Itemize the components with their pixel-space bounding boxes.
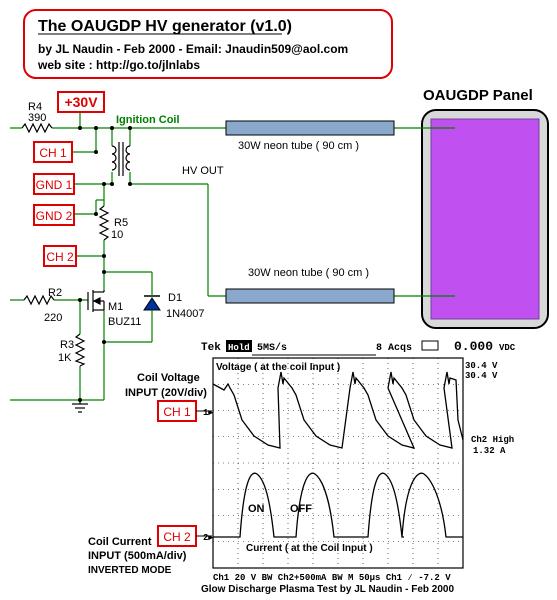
svg-text:CH 1: CH 1 xyxy=(39,146,67,160)
svg-text:1K: 1K xyxy=(58,352,72,364)
svg-text:GND 2: GND 2 xyxy=(36,209,73,223)
svg-text:INPUT (20V/div): INPUT (20V/div) xyxy=(125,387,207,399)
scope-probe-ch1: CH 1 xyxy=(157,400,197,422)
scope-probe-ch2: CH 2 xyxy=(157,525,197,547)
header-byline: by JL Naudin - Feb 2000 - Email: Jnaudin… xyxy=(38,42,348,56)
panel-label: OAUGDP Panel xyxy=(423,87,533,104)
svg-text:Coil Current: Coil Current xyxy=(88,536,152,548)
svg-text:0.000: 0.000 xyxy=(454,339,493,354)
svg-text:CH 2: CH 2 xyxy=(163,530,191,544)
svg-text:R5: R5 xyxy=(114,217,128,229)
svg-text:R3: R3 xyxy=(60,339,74,351)
ignition-coil-label: Ignition Coil xyxy=(116,114,180,126)
current-trace xyxy=(213,472,463,538)
wiring xyxy=(10,112,455,401)
hv-out-label: HV OUT xyxy=(182,165,224,177)
svg-text:30W neon tube ( 90 cm ): 30W neon tube ( 90 cm ) xyxy=(248,267,369,279)
probe-gnd2: GND 2 xyxy=(33,204,75,226)
svg-text:30.4 V: 30.4 V xyxy=(465,361,498,371)
mosfet-m1 xyxy=(87,290,105,312)
r4-value: 390 xyxy=(28,112,46,124)
svg-text:Glow Discharge Plasma Test by: Glow Discharge Plasma Test by JL Naudin … xyxy=(201,584,454,595)
svg-text:30W neon tube ( 90 cm ): 30W neon tube ( 90 cm ) xyxy=(238,140,359,152)
svg-text:8 Acqs: 8 Acqs xyxy=(376,343,412,354)
svg-text:Tek: Tek xyxy=(201,342,221,354)
scope-mode-icon xyxy=(421,340,439,351)
header-website: web site : http://go.to/jlnlabs xyxy=(37,58,200,72)
svg-text:Ch2 High: Ch2 High xyxy=(471,435,514,445)
svg-text:INPUT (500mA/div): INPUT (500mA/div) xyxy=(88,550,187,562)
ch1-marker: 1▸ xyxy=(203,408,213,418)
probe-gnd1: GND 1 xyxy=(33,173,75,195)
ch2-marker: 2▸ xyxy=(203,533,213,543)
oaugdp-panel xyxy=(421,109,549,329)
header-box: The OAUGDP HV generator (v1.0) by JL Nau… xyxy=(23,9,393,79)
svg-text:Coil Voltage: Coil Voltage xyxy=(137,372,200,384)
probe-ch1: CH 1 xyxy=(33,141,73,163)
hold-badge xyxy=(226,340,252,352)
svg-text:1N4007: 1N4007 xyxy=(166,308,205,320)
scope-grid xyxy=(213,358,463,568)
svg-text:R2: R2 xyxy=(48,287,62,299)
diode-d1 xyxy=(143,290,161,312)
svg-text:M1: M1 xyxy=(108,301,123,313)
panel-plasma-area xyxy=(430,118,540,320)
svg-text:D1: D1 xyxy=(168,292,182,304)
svg-text:10: 10 xyxy=(111,229,123,241)
supply-label: +30V xyxy=(57,91,105,113)
svg-text:5MS/s: 5MS/s xyxy=(257,342,287,354)
ignition-coil xyxy=(111,142,131,176)
svg-text:OFF: OFF xyxy=(290,503,312,515)
junction-dots xyxy=(78,126,132,402)
resistor-r3: R3 1K xyxy=(58,333,86,367)
svg-text:Current ( at the Coil Input ): Current ( at the Coil Input ) xyxy=(246,543,373,554)
r4-name: R4 xyxy=(28,101,42,113)
svg-text:GND 1: GND 1 xyxy=(36,178,73,192)
svg-text:220: 220 xyxy=(44,312,62,324)
oscilloscope-screenshot: Tek Hold 5MS/s 8 Acqs 0.000 VDC Voltage … xyxy=(201,339,516,595)
svg-text:1.32 A: 1.32 A xyxy=(473,446,506,456)
supply-text: +30V xyxy=(64,94,98,110)
resistor-r2: R2 220 xyxy=(23,287,62,324)
svg-text:Voltage ( at the coil Input ): Voltage ( at the coil Input ) xyxy=(216,362,340,373)
header-title: The OAUGDP HV generator (v1.0) xyxy=(38,18,292,35)
svg-text:INVERTED MODE: INVERTED MODE xyxy=(88,565,172,576)
svg-text:ON: ON xyxy=(248,503,265,515)
svg-text:BUZ11: BUZ11 xyxy=(108,316,141,328)
svg-text:Hold: Hold xyxy=(228,343,250,353)
resistor-r4: R4 390 xyxy=(21,101,53,134)
svg-text:VDC: VDC xyxy=(499,343,516,353)
svg-text:CH 1: CH 1 xyxy=(163,405,191,419)
probe-ch2: CH 2 xyxy=(43,245,77,267)
resistor-r5: R5 10 xyxy=(98,205,128,241)
svg-text:CH 2: CH 2 xyxy=(46,250,74,264)
voltage-trace xyxy=(212,371,464,449)
ground-icon xyxy=(72,400,88,413)
neon-tube-bottom: 30W neon tube ( 90 cm ) xyxy=(225,267,395,304)
neon-tube-top: 30W neon tube ( 90 cm ) xyxy=(225,120,395,152)
svg-text:Ch1 20 V BW Ch2+500mA BW: Ch1 20 V BW Ch2+500mA BW M 50µs Ch1 ∕ -7… xyxy=(213,573,451,583)
svg-text:30.4 V: 30.4 V xyxy=(465,371,498,381)
